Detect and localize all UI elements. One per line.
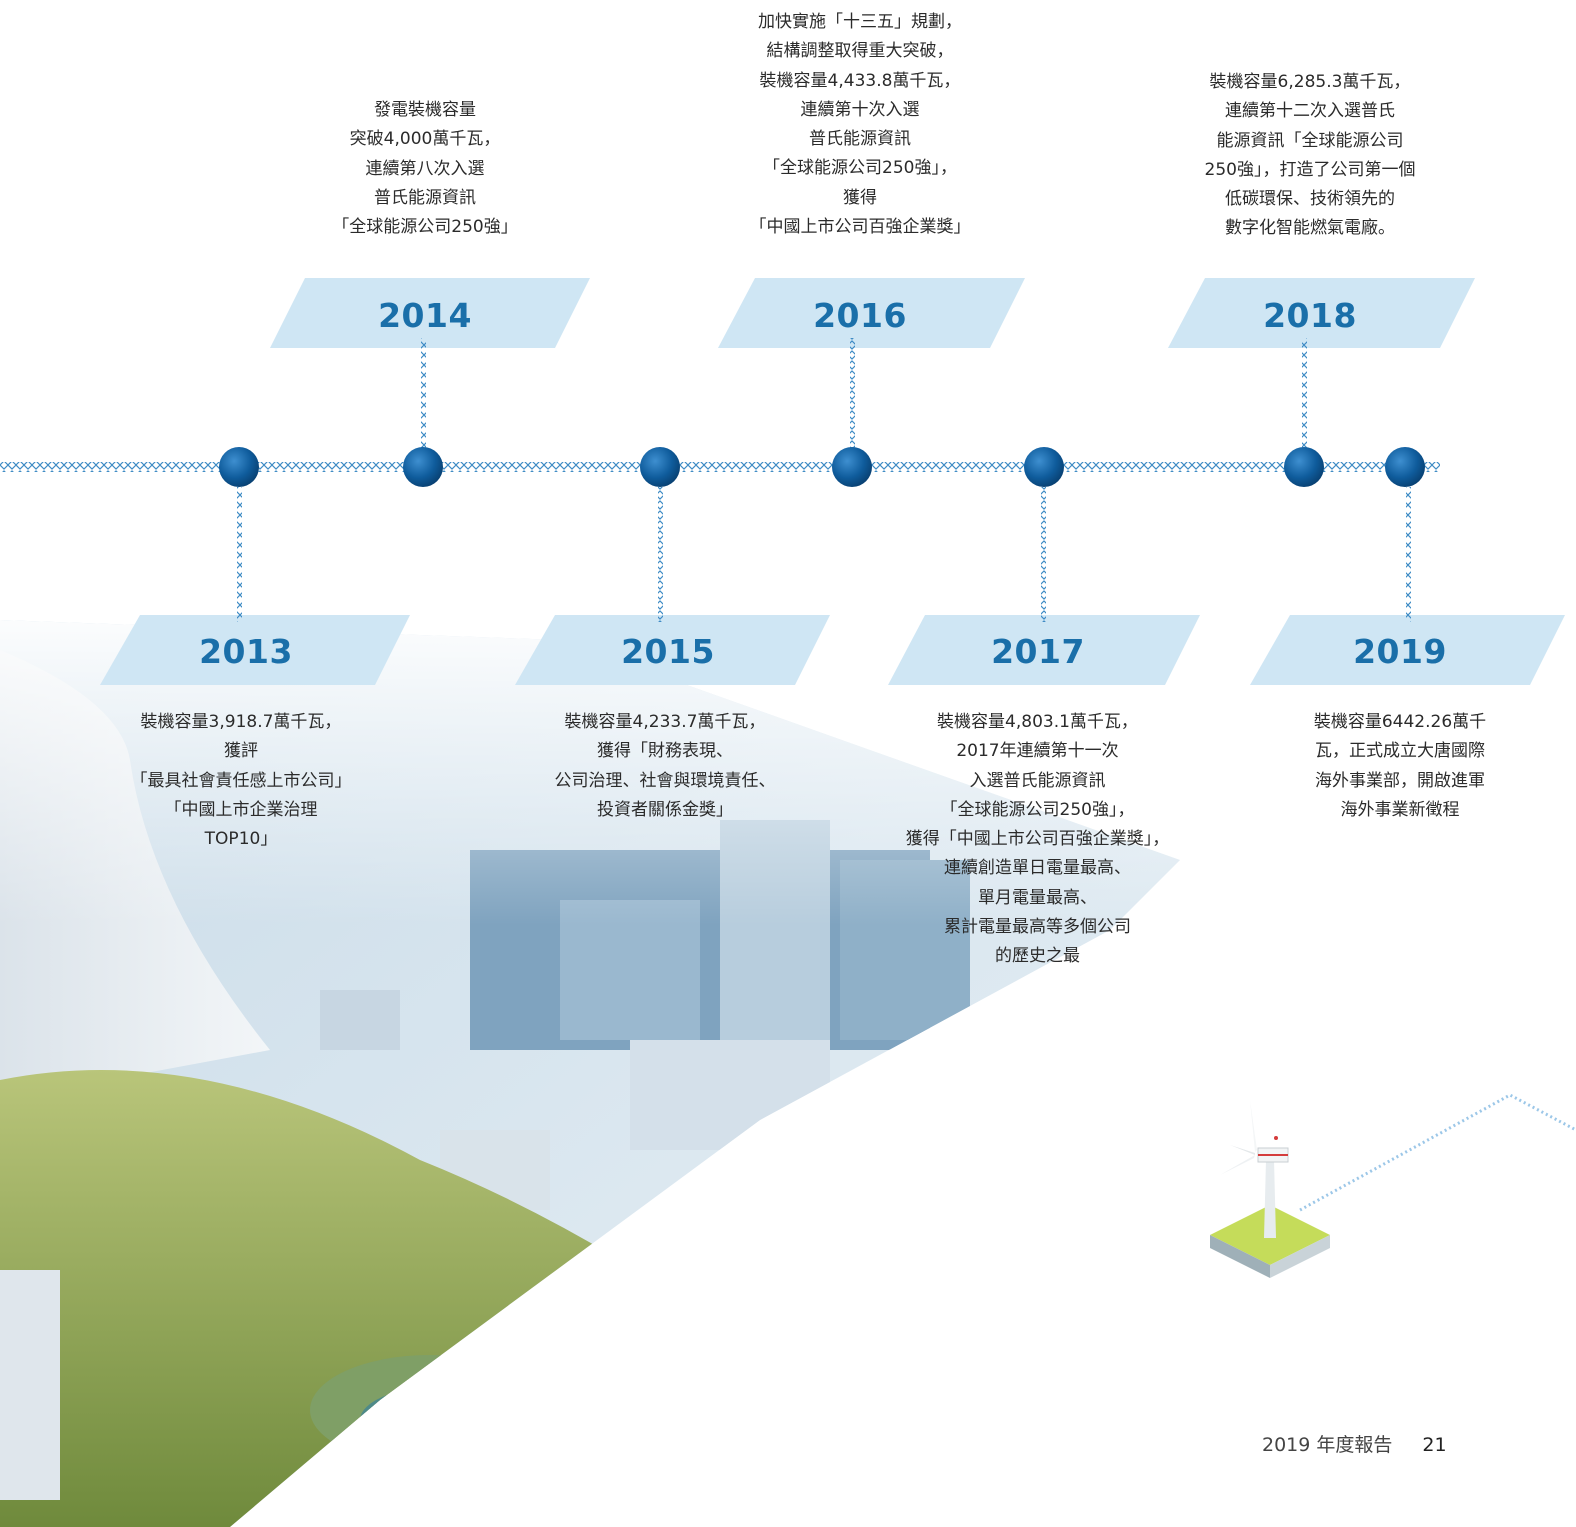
band-2013: [100, 615, 410, 685]
milestone-desc-2019: 裝機容量6442.26萬千 瓦，正式成立大唐國際 海外事業部，開啟進軍 海外事業…: [1275, 708, 1525, 825]
node-2017: [1024, 447, 1064, 487]
milestone-desc-2013: 裝機容量3,918.7萬千瓦， 獲評 「最具社會責任感上市公司」 「中國上市企業…: [96, 708, 386, 854]
desc-line: 單月電量最高、: [978, 887, 1097, 908]
desc-line: 連續創造單日電量最高、: [944, 858, 1131, 879]
node-2015: [640, 447, 680, 487]
timeline-axis: [0, 462, 1440, 472]
band-2018: [1168, 278, 1475, 348]
connector-2017: [1041, 487, 1046, 622]
desc-line: 瓦，正式成立大唐國際: [1315, 741, 1485, 762]
milestone-desc-2017: 裝機容量4,803.1萬千瓦， 2017年連續第十一次 入選普氏能源資訊 「全球…: [870, 708, 1205, 972]
milestone-desc-2016: 加快實施「十三五」規劃， 結構調整取得重大突破， 裝機容量4,433.8萬千瓦，…: [710, 8, 1010, 242]
band-2016: [718, 278, 1025, 348]
desc-line: 2017年連續第十一次: [956, 741, 1119, 762]
desc-line: 「中國上市公司百強企業獎」: [749, 217, 971, 238]
desc-line: 獲得「財務表現、: [597, 741, 733, 762]
desc-line: 海外事業新徵程: [1340, 799, 1460, 820]
year-label-2013: 2013: [199, 632, 293, 671]
node-2013: [219, 447, 259, 487]
connector-2016: [850, 338, 855, 450]
node-2014: [403, 447, 443, 487]
band-2015: [515, 615, 830, 685]
connector-2013: [237, 487, 242, 622]
year-label-2018: 2018: [1263, 296, 1357, 335]
connector-2014: [421, 338, 426, 450]
desc-line: 能源資訊「全球能源公司: [1216, 130, 1404, 151]
report-title: 2019 年度報告: [1262, 1434, 1393, 1456]
year-label-2014: 2014: [378, 296, 472, 335]
desc-line: 入選普氏能源資訊: [969, 770, 1106, 791]
page-footer: 2019 年度報告 21: [1262, 1430, 1447, 1457]
desc-line: 發電裝機容量: [374, 100, 476, 120]
band-2019: [1250, 615, 1565, 685]
desc-line: 「全球能源公司250強」，: [763, 158, 957, 179]
desc-line: 低碳環保、技術領先的: [1225, 189, 1395, 210]
desc-line: 連續第十二次入選普氏: [1225, 101, 1395, 122]
desc-line: TOP10」: [204, 829, 278, 850]
desc-line: 裝機容量6442.26萬千: [1313, 712, 1487, 732]
desc-line: 裝機容量4,803.1萬千瓦，: [937, 712, 1138, 732]
year-label-2019: 2019: [1353, 632, 1447, 671]
desc-line: 裝機容量6,285.3萬千瓦，: [1209, 72, 1411, 92]
desc-line: 「中國上市企業治理: [164, 799, 318, 820]
desc-line: 獲得: [843, 187, 877, 208]
desc-line: 裝機容量4,233.7萬千瓦，: [564, 712, 766, 732]
desc-line: 連續第八次入選: [365, 158, 485, 179]
year-label-2015: 2015: [621, 632, 715, 671]
desc-line: 突破4,000萬千瓦，: [349, 129, 501, 150]
node-2016: [832, 447, 872, 487]
desc-line: 加快實施「十三五」規劃，: [758, 12, 962, 32]
desc-line: 結構調整取得重大突破，: [766, 41, 954, 62]
desc-line: 普氏能源資訊: [374, 187, 476, 208]
page-number: 21: [1422, 1434, 1447, 1456]
milestone-desc-2014: 發電裝機容量 突破4,000萬千瓦， 連續第八次入選 普氏能源資訊 「全球能源公…: [300, 96, 550, 242]
desc-line: 普氏能源資訊: [809, 129, 911, 150]
milestone-desc-2015: 裝機容量4,233.7萬千瓦， 獲得「財務表現、 公司治理、社會與環境責任、 投…: [515, 708, 815, 825]
desc-line: 裝機容量3,918.7萬千瓦，: [140, 712, 342, 732]
connector-2019: [1406, 487, 1411, 622]
desc-line: 250強」，打造了公司第一個: [1204, 159, 1416, 180]
desc-line: 的歷史之最: [995, 946, 1080, 967]
desc-line: 累計電量最高等多個公司: [944, 917, 1131, 938]
wind-turbine-icon: [1210, 1100, 1330, 1278]
desc-line: 「全球能源公司250強」，: [940, 799, 1135, 820]
year-label-2017: 2017: [991, 632, 1085, 671]
desc-line: 數字化智能燃氣電廠。: [1225, 218, 1395, 239]
connector-2018: [1302, 338, 1307, 450]
node-2019: [1385, 447, 1425, 487]
desc-line: 「最具社會責任感上市公司」: [130, 770, 352, 791]
desc-line: 裝機容量4,433.8萬千瓦，: [759, 70, 961, 91]
band-2017: [888, 615, 1200, 685]
desc-line: 獲得「中國上市公司百強企業獎」，: [905, 829, 1170, 850]
desc-line: 連續第十次入選: [800, 99, 920, 120]
year-label-2016: 2016: [813, 296, 907, 335]
node-2018: [1284, 447, 1324, 487]
desc-line: 獲評: [224, 741, 258, 762]
milestone-desc-2018: 裝機容量6,285.3萬千瓦， 連續第十二次入選普氏 能源資訊「全球能源公司 2…: [1165, 68, 1455, 244]
desc-line: 投資者關係金獎」: [597, 799, 733, 820]
desc-line: 「全球能源公司250強」: [332, 217, 518, 238]
band-2014: [270, 278, 590, 348]
desc-line: 海外事業部，開啟進軍: [1315, 770, 1485, 791]
desc-line: 公司治理、社會與環境責任、: [554, 770, 776, 791]
connector-2015: [658, 487, 663, 622]
